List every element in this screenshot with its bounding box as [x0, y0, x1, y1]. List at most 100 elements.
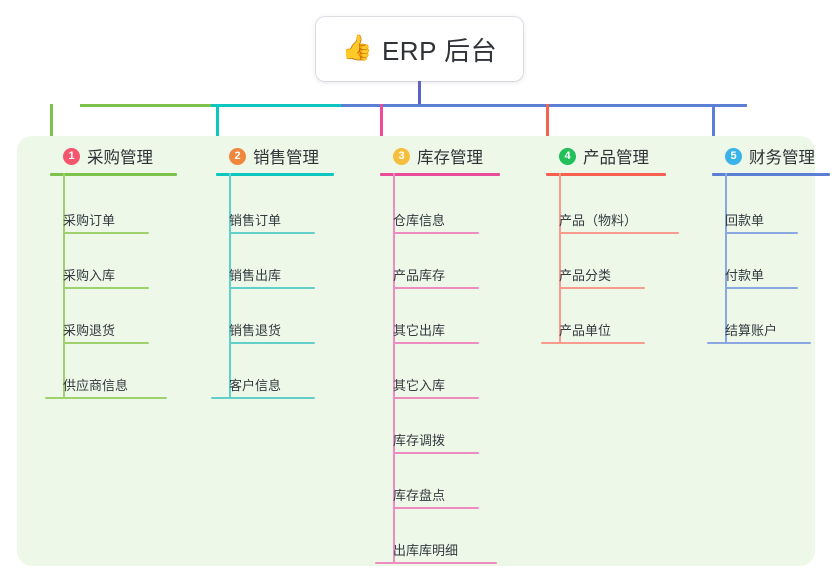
branch-title-5: 财务管理 [749, 149, 815, 167]
branch-column-1: 1 采购管理采购订单采购入库采购退货供应商信息 [45, 136, 211, 566]
branch-spine-3 [393, 173, 395, 564]
leaf-rule [211, 397, 315, 399]
leaf-rule [63, 232, 149, 234]
leaf-rule [541, 342, 645, 344]
leaf-label: 仓库信息 [393, 213, 446, 228]
leaf-node[interactable]: 出库库明细 [375, 534, 541, 564]
leaf-node[interactable]: 采购入库 [45, 259, 211, 289]
leaf-rule [393, 397, 479, 399]
branch-header-rule-1 [50, 173, 177, 176]
leaf-label: 产品分类 [559, 268, 612, 283]
branch-spine-1 [63, 173, 65, 399]
leaf-node[interactable]: 销售出库 [211, 259, 377, 289]
leaf-rule [63, 342, 149, 344]
branch-header-3[interactable]: 3 库存管理 [393, 144, 483, 168]
leaf-label: 产品库存 [393, 268, 446, 283]
branch-spine-4 [559, 173, 561, 344]
leaf-node[interactable]: 销售订单 [211, 204, 377, 234]
branch-badge-1: 1 [63, 147, 80, 165]
leaf-rule [559, 232, 679, 234]
leaf-node[interactable]: 仓库信息 [375, 204, 541, 234]
branch-badge-5: 5 [725, 147, 742, 165]
leaf-rule [393, 232, 479, 234]
root-node[interactable]: 👍 ERP 后台 [316, 17, 523, 81]
branch-header-rule-4 [546, 173, 666, 176]
leaf-label: 产品单位 [559, 323, 612, 338]
leaf-rule [393, 452, 479, 454]
branch-title-3: 库存管理 [417, 149, 483, 167]
branch-header-5[interactable]: 5 财务管理 [725, 144, 815, 168]
leaf-label: 采购入库 [63, 268, 116, 283]
connector-trunk [418, 81, 421, 107]
leaf-rule [375, 562, 497, 564]
leaf-label: 库存盘点 [393, 488, 446, 503]
leaf-label: 其它入库 [393, 378, 446, 393]
leaf-label: 销售退货 [229, 323, 282, 338]
leaf-rule [707, 342, 811, 344]
leaf-node[interactable]: 产品单位 [541, 314, 707, 344]
branch-header-rule-2 [216, 173, 334, 176]
branch-header-rule-5 [712, 173, 830, 176]
branches-panel: 1 采购管理采购订单采购入库采购退货供应商信息 2 销售管理销售订单销售出库销售退货客… [17, 136, 830, 566]
leaf-node[interactable]: 产品分类 [541, 259, 707, 289]
leaf-label: 结算账户 [725, 323, 778, 338]
leaf-node[interactable]: 结算账户 [707, 314, 839, 344]
branch-header-4[interactable]: 4 产品管理 [559, 144, 649, 168]
leaf-rule [393, 287, 479, 289]
leaf-rule [229, 232, 315, 234]
leaf-label: 客户信息 [229, 378, 282, 393]
leaf-node[interactable]: 销售退货 [211, 314, 377, 344]
branch-title-1: 采购管理 [87, 149, 153, 167]
leaf-node[interactable]: 供应商信息 [45, 369, 211, 399]
leaf-rule [725, 232, 798, 234]
leaf-node[interactable]: 采购退货 [45, 314, 211, 344]
leaf-rule [63, 287, 149, 289]
leaf-node[interactable]: 其它出库 [375, 314, 541, 344]
leaf-rule [229, 287, 315, 289]
branch-header-rule-3 [380, 173, 500, 176]
leaf-node[interactable]: 回款单 [707, 204, 839, 234]
leaf-label: 库存调拨 [393, 433, 446, 448]
leaf-node[interactable]: 库存盘点 [375, 479, 541, 509]
connector-bus-segment-1 [80, 104, 211, 107]
branch-column-5: 5 财务管理回款单付款单结算账户 [707, 136, 839, 566]
leaf-rule [393, 507, 479, 509]
leaf-node[interactable]: 产品库存 [375, 259, 541, 289]
leaf-label: 付款单 [725, 268, 765, 283]
connector-bus-segment-3 [341, 104, 747, 107]
leaf-label: 出库库明细 [393, 543, 459, 558]
branch-badge-3: 3 [393, 147, 410, 165]
connector-bus-segment-2 [211, 104, 341, 107]
leaf-rule [229, 342, 315, 344]
root-node-label: ERP 后台 [381, 35, 498, 66]
leaf-label: 产品（物料） [559, 213, 638, 228]
leaf-rule [559, 287, 645, 289]
branch-title-2: 销售管理 [253, 149, 319, 167]
leaf-node[interactable]: 付款单 [707, 259, 839, 289]
leaf-node[interactable]: 库存调拨 [375, 424, 541, 454]
branch-badge-2: 2 [229, 147, 246, 165]
leaf-label: 销售订单 [229, 213, 282, 228]
branch-column-4: 4 产品管理产品（物料） 产品分类产品单位 [541, 136, 707, 566]
branch-spine-5 [725, 173, 727, 344]
leaf-rule [45, 397, 167, 399]
leaf-label: 采购退货 [63, 323, 116, 338]
leaf-label: 回款单 [725, 213, 765, 228]
leaf-label: 供应商信息 [63, 378, 129, 393]
branch-header-2[interactable]: 2 销售管理 [229, 144, 319, 168]
branch-title-4: 产品管理 [583, 149, 649, 167]
leaf-rule [725, 287, 798, 289]
branch-header-1[interactable]: 1 采购管理 [63, 144, 153, 168]
leaf-label: 采购订单 [63, 213, 116, 228]
leaf-rule [393, 342, 479, 344]
leaf-label: 销售出库 [229, 268, 282, 283]
branch-spine-2 [229, 173, 231, 399]
leaf-node[interactable]: 客户信息 [211, 369, 377, 399]
leaf-node[interactable]: 产品（物料） [541, 204, 707, 234]
branch-badge-4: 4 [559, 147, 576, 165]
leaf-node[interactable]: 采购订单 [45, 204, 211, 234]
leaf-label: 其它出库 [393, 323, 446, 338]
thumbs-up-icon: 👍 [341, 33, 373, 62]
leaf-node[interactable]: 其它入库 [375, 369, 541, 399]
